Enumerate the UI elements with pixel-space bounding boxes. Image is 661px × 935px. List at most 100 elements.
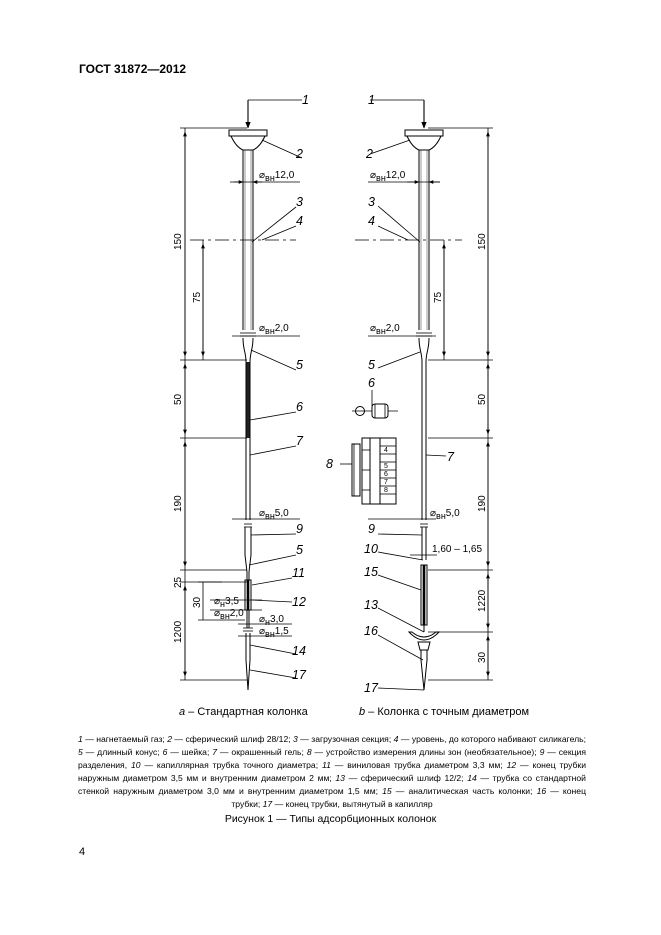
legend-item-number: 5	[78, 747, 83, 757]
legend-item-text: — сферический шлиф 12/2;	[344, 773, 468, 783]
left-vertical-dims: 150 75 50 190 25 30 1200	[173, 233, 203, 643]
callout-5b: 5	[296, 543, 303, 557]
callout-4: 4	[296, 214, 303, 228]
scale-mark: 7	[384, 479, 388, 486]
dim-150: 150	[173, 233, 184, 250]
callout-9: 9	[368, 522, 375, 536]
scale-marks: 4 5 6 7 8	[384, 447, 388, 494]
legend-item-number: 12	[506, 760, 517, 770]
legend-item-number: 17	[262, 799, 273, 809]
legend-item-text: — окрашенный гель;	[217, 747, 307, 757]
callout-7: 7	[447, 450, 455, 464]
legend-item-text: — нагнетаемый газ;	[82, 734, 168, 744]
dim-50: 50	[477, 393, 488, 405]
dim-25: 25	[173, 576, 184, 588]
dim-75: 75	[192, 291, 203, 303]
sublabel-a: a – Стандартная колонка	[179, 706, 308, 718]
callout-17: 17	[292, 668, 307, 682]
dim-150: 150	[477, 233, 488, 250]
dim-1200: 1200	[173, 620, 184, 643]
dim-30: 30	[192, 596, 203, 608]
standard-header: ГОСТ 31872—2012	[79, 62, 187, 76]
scale-mark: 4	[384, 447, 388, 454]
legend-item-text: — виниловая трубка диаметром 3,3 мм;	[330, 760, 507, 770]
diam-label: ⌀вн1,5	[259, 626, 289, 639]
legend-item-text: — капиллярная трубка точного диаметра;	[140, 760, 322, 770]
legend-item-number: 15	[382, 786, 392, 796]
legend-item-number: 9	[539, 747, 545, 757]
sublabel-b: b – Колонка с точным диаметром	[359, 706, 530, 718]
callout-2: 2	[365, 147, 373, 161]
legend-item-text: — шейка;	[167, 747, 213, 757]
diam-label: ⌀вн5,0	[259, 508, 289, 521]
legend-item-text: — конец трубки;	[231, 786, 587, 809]
legend-item-number: 2	[167, 734, 172, 744]
callout-17: 17	[364, 681, 379, 695]
diam-label: ⌀н3,0	[259, 614, 284, 627]
callout-1: 1	[368, 93, 375, 107]
callout-14: 14	[292, 644, 306, 658]
figure-caption: Рисунок 1 — Типы адсорбционных колонок	[224, 813, 437, 825]
right-vertical-dims: 150 75 50 190 1220 30	[433, 233, 488, 663]
left-callouts: 1 2 3 4 5 6 7 9 5 11 12 14 17	[292, 93, 309, 682]
legend-item-number: 4	[393, 734, 399, 744]
page-number: 4	[79, 846, 86, 858]
callout-1: 1	[302, 93, 309, 107]
callout-15: 15	[364, 565, 378, 579]
legend-item-number: 6	[162, 747, 168, 757]
callout-5: 5	[296, 358, 303, 372]
legend-item-number: 1	[78, 734, 83, 744]
scale-mark: 5	[384, 463, 388, 470]
legend-item-number: 10	[131, 760, 141, 770]
diam-label: ⌀вн2,0	[214, 608, 244, 621]
callout-9: 9	[296, 522, 303, 536]
callout-13: 13	[364, 598, 378, 612]
diam-label: ⌀вн12,0	[370, 170, 406, 183]
legend-item-number: 3	[293, 734, 298, 744]
callout-7: 7	[296, 434, 304, 448]
dim-190: 190	[173, 495, 184, 512]
callout-16: 16	[364, 624, 378, 638]
figure-column-drawings: 1 2 3 4 5 6 7 9 5 11 1 2 14 17 150 75 50 …	[173, 93, 493, 695]
figure-legend: 1 — нагнетаемый газ; 2 — сферический шли…	[78, 733, 586, 811]
callout-3: 3	[296, 195, 303, 209]
dim-30: 30	[477, 651, 488, 663]
diam-label: ⌀вн12,0	[259, 170, 295, 183]
legend-item-text: — сферический шлиф 28/12;	[172, 734, 294, 744]
callout-6: 6	[368, 376, 375, 390]
legend-item-text: — трубка со стандартной стенкой наружным…	[78, 773, 586, 796]
legend-item-text: — аналитическая часть колонки;	[391, 786, 537, 796]
legend-item-text: — устройство измерения длины зон (необяз…	[311, 747, 540, 757]
callout-5: 5	[368, 358, 375, 372]
diam-label: ⌀вн2,0	[370, 323, 400, 336]
callout-11: 11	[292, 566, 305, 580]
legend-item-text: — загрузочная секция;	[297, 734, 394, 744]
legend-item-text: — уровень, до которого набивают силикаге…	[398, 734, 586, 744]
callout-6: 6	[296, 400, 303, 414]
left-diameter-labels: ⌀вн12,0 ⌀вн2,0 ⌀вн5,0 ⌀н3,5 ⌀вн2,0 ⌀н3,0…	[214, 170, 295, 639]
scale-mark: 8	[384, 487, 388, 494]
legend-item-number: 8	[306, 747, 312, 757]
callout-10: 10	[364, 542, 378, 556]
right-callouts: 1 2 3 4 5 6 8 7 9 10 15 13 16 17	[326, 93, 455, 695]
dim-1220: 1220	[477, 589, 488, 612]
legend-item-number: 7	[212, 747, 218, 757]
dim-50: 50	[173, 393, 184, 405]
legend-item-number: 14	[467, 773, 477, 783]
legend-item-number: 11	[321, 760, 331, 770]
scale-mark: 6	[384, 471, 388, 478]
diam-label: ⌀вн2,0	[259, 323, 289, 336]
legend-item-text: — конец трубки наружным диаметром 3,5 мм…	[78, 760, 586, 783]
legend-item-text: — длинный конус;	[82, 747, 163, 757]
legend-item-number: 13	[335, 773, 345, 783]
range-label: 1,60 – 1,65	[432, 544, 482, 555]
callout-4: 4	[368, 214, 375, 228]
callout-3: 3	[368, 195, 375, 209]
dim-190: 190	[477, 495, 488, 512]
callout-2: 2	[295, 147, 303, 161]
right-diameter-labels: ⌀вн12,0 ⌀вн2,0 ⌀вн5,0 1,60 – 1,65	[370, 170, 482, 555]
legend-item-text: — конец трубки, вытянутый в капилляр	[272, 799, 433, 809]
right-column-drawing	[340, 99, 493, 691]
diam-label: ⌀н3,5	[214, 596, 239, 609]
callout-8: 8	[326, 457, 333, 471]
